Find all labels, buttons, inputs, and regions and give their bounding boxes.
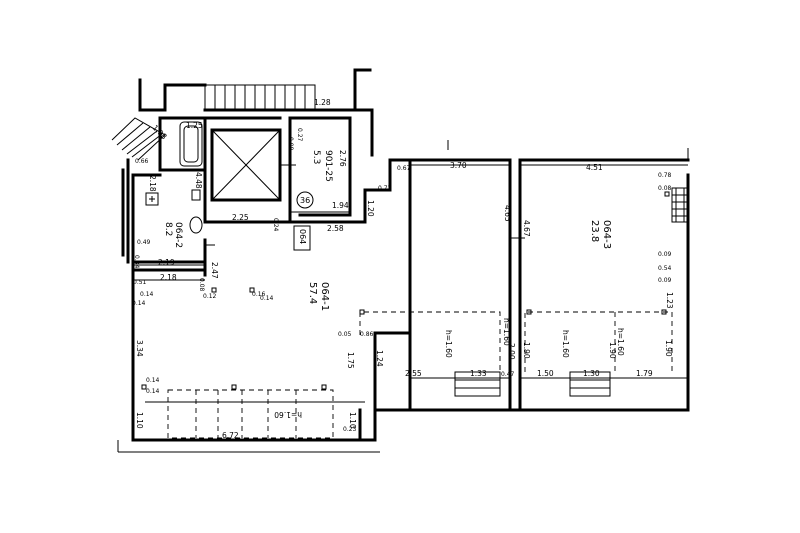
dim: 4.48 <box>194 172 203 189</box>
dim: 2.47 <box>210 262 219 279</box>
dim: 0.08 <box>198 278 205 292</box>
dim: 0.09 <box>658 251 672 258</box>
dim: 2.55 <box>405 369 422 378</box>
room-bath-area: 8.2 <box>163 222 173 236</box>
dim: 0.16 <box>252 291 266 298</box>
dim: 0.54 <box>658 265 672 272</box>
dim: 0.66 <box>135 158 149 165</box>
dim: 1.90 <box>522 342 531 359</box>
dim: 2.18 <box>148 175 157 192</box>
dim: 0.12 <box>203 293 217 300</box>
room-main-number: 064-1 <box>319 282 330 311</box>
box-badge <box>293 225 311 251</box>
dim: 1.23 <box>665 292 674 309</box>
dimension-lines <box>133 164 688 403</box>
room-right-number: 064-3 <box>601 220 612 249</box>
dim: 4.65 <box>503 205 512 222</box>
dim: 0.47 <box>501 371 515 378</box>
stairs-left <box>111 117 166 161</box>
dim: 2.58 <box>327 224 344 233</box>
dim: 0.09 <box>658 277 672 284</box>
dim: 1.75 <box>346 352 355 369</box>
room-small-area: 5.3 <box>311 150 321 164</box>
dim: 0.73 <box>378 185 392 192</box>
dim: 1.90 <box>608 342 617 359</box>
dim: 1.79 <box>636 369 653 378</box>
dim: 4.67 <box>522 220 531 237</box>
dim: 1.28 <box>314 98 331 107</box>
dim: 1.10 <box>348 412 357 429</box>
circle-badge <box>296 191 314 209</box>
dim: 0.08 <box>287 137 294 151</box>
height-label: h=1.60 <box>444 330 453 358</box>
height-label: h=1.60 <box>616 328 625 356</box>
circle-badge-label: 36 <box>300 196 310 205</box>
bathtub-icon <box>179 121 203 167</box>
dim: 2.00 <box>507 343 516 360</box>
dim: 0.14 <box>132 300 146 307</box>
dim: 0.24 <box>272 218 279 232</box>
stairs-bottom <box>454 371 611 397</box>
dim: 2.25 <box>232 213 249 222</box>
dim: 1.25 <box>186 121 203 130</box>
inner-walls <box>131 116 690 442</box>
stairs-right <box>671 187 689 223</box>
height-label: h=1.60 <box>502 318 511 346</box>
dim: 0.34 <box>133 255 140 269</box>
dim: 1.33 <box>470 369 487 378</box>
dim: 1.50 <box>537 369 554 378</box>
dim: 3.70 <box>450 161 467 170</box>
dimension-texts: 1.28 1.25 2.76 0.27 0.08 1.94 2.58 1.20 … <box>132 98 674 440</box>
dim: 3.34 <box>135 340 144 357</box>
room-bath-number: 064-2 <box>173 222 183 248</box>
room-small-number: 901-25 <box>323 150 333 182</box>
stairs-top <box>204 84 316 111</box>
dim: 0.14 <box>260 295 274 302</box>
toilet-icon <box>189 189 203 234</box>
dim: 6.72 <box>222 431 239 440</box>
dim: 4.51 <box>586 163 603 172</box>
dim: 0.51 <box>133 279 147 286</box>
height-label: h=1.60 <box>274 410 302 419</box>
height-label: h=1.60 <box>561 330 570 358</box>
dim: 0.49 <box>137 239 151 246</box>
dim: 0.23 <box>343 426 357 433</box>
room-main-area: 57.4 <box>307 282 318 304</box>
sink-icon <box>145 192 159 206</box>
dim: 1.10 <box>135 412 144 429</box>
dim: 2.18 <box>160 273 177 282</box>
dim: 0.67 <box>397 165 411 172</box>
dim: 0.14 <box>146 388 160 395</box>
column-markers <box>141 191 670 390</box>
box-badge-label: 064 <box>298 229 307 244</box>
dim: 1.30 <box>583 369 600 378</box>
mezzanine-zones <box>167 311 673 439</box>
dim: 0.08 <box>658 185 672 192</box>
dim: 0.78 <box>658 172 672 179</box>
dim: 0.14 <box>140 291 154 298</box>
dim: 1.94 <box>332 201 349 210</box>
dim: 2.19 <box>158 258 175 267</box>
dim: 0.14 <box>146 377 160 384</box>
dim: 0.86 <box>360 331 374 338</box>
dim: 2.76 <box>338 150 347 167</box>
dim: 0.27 <box>296 128 303 142</box>
dim: 0.05 <box>338 331 352 338</box>
dim: 1.20 <box>366 200 375 217</box>
dim: 1.90 <box>664 340 673 357</box>
dim: 1.24 <box>375 350 384 367</box>
room-right-area: 23.8 <box>589 220 600 242</box>
